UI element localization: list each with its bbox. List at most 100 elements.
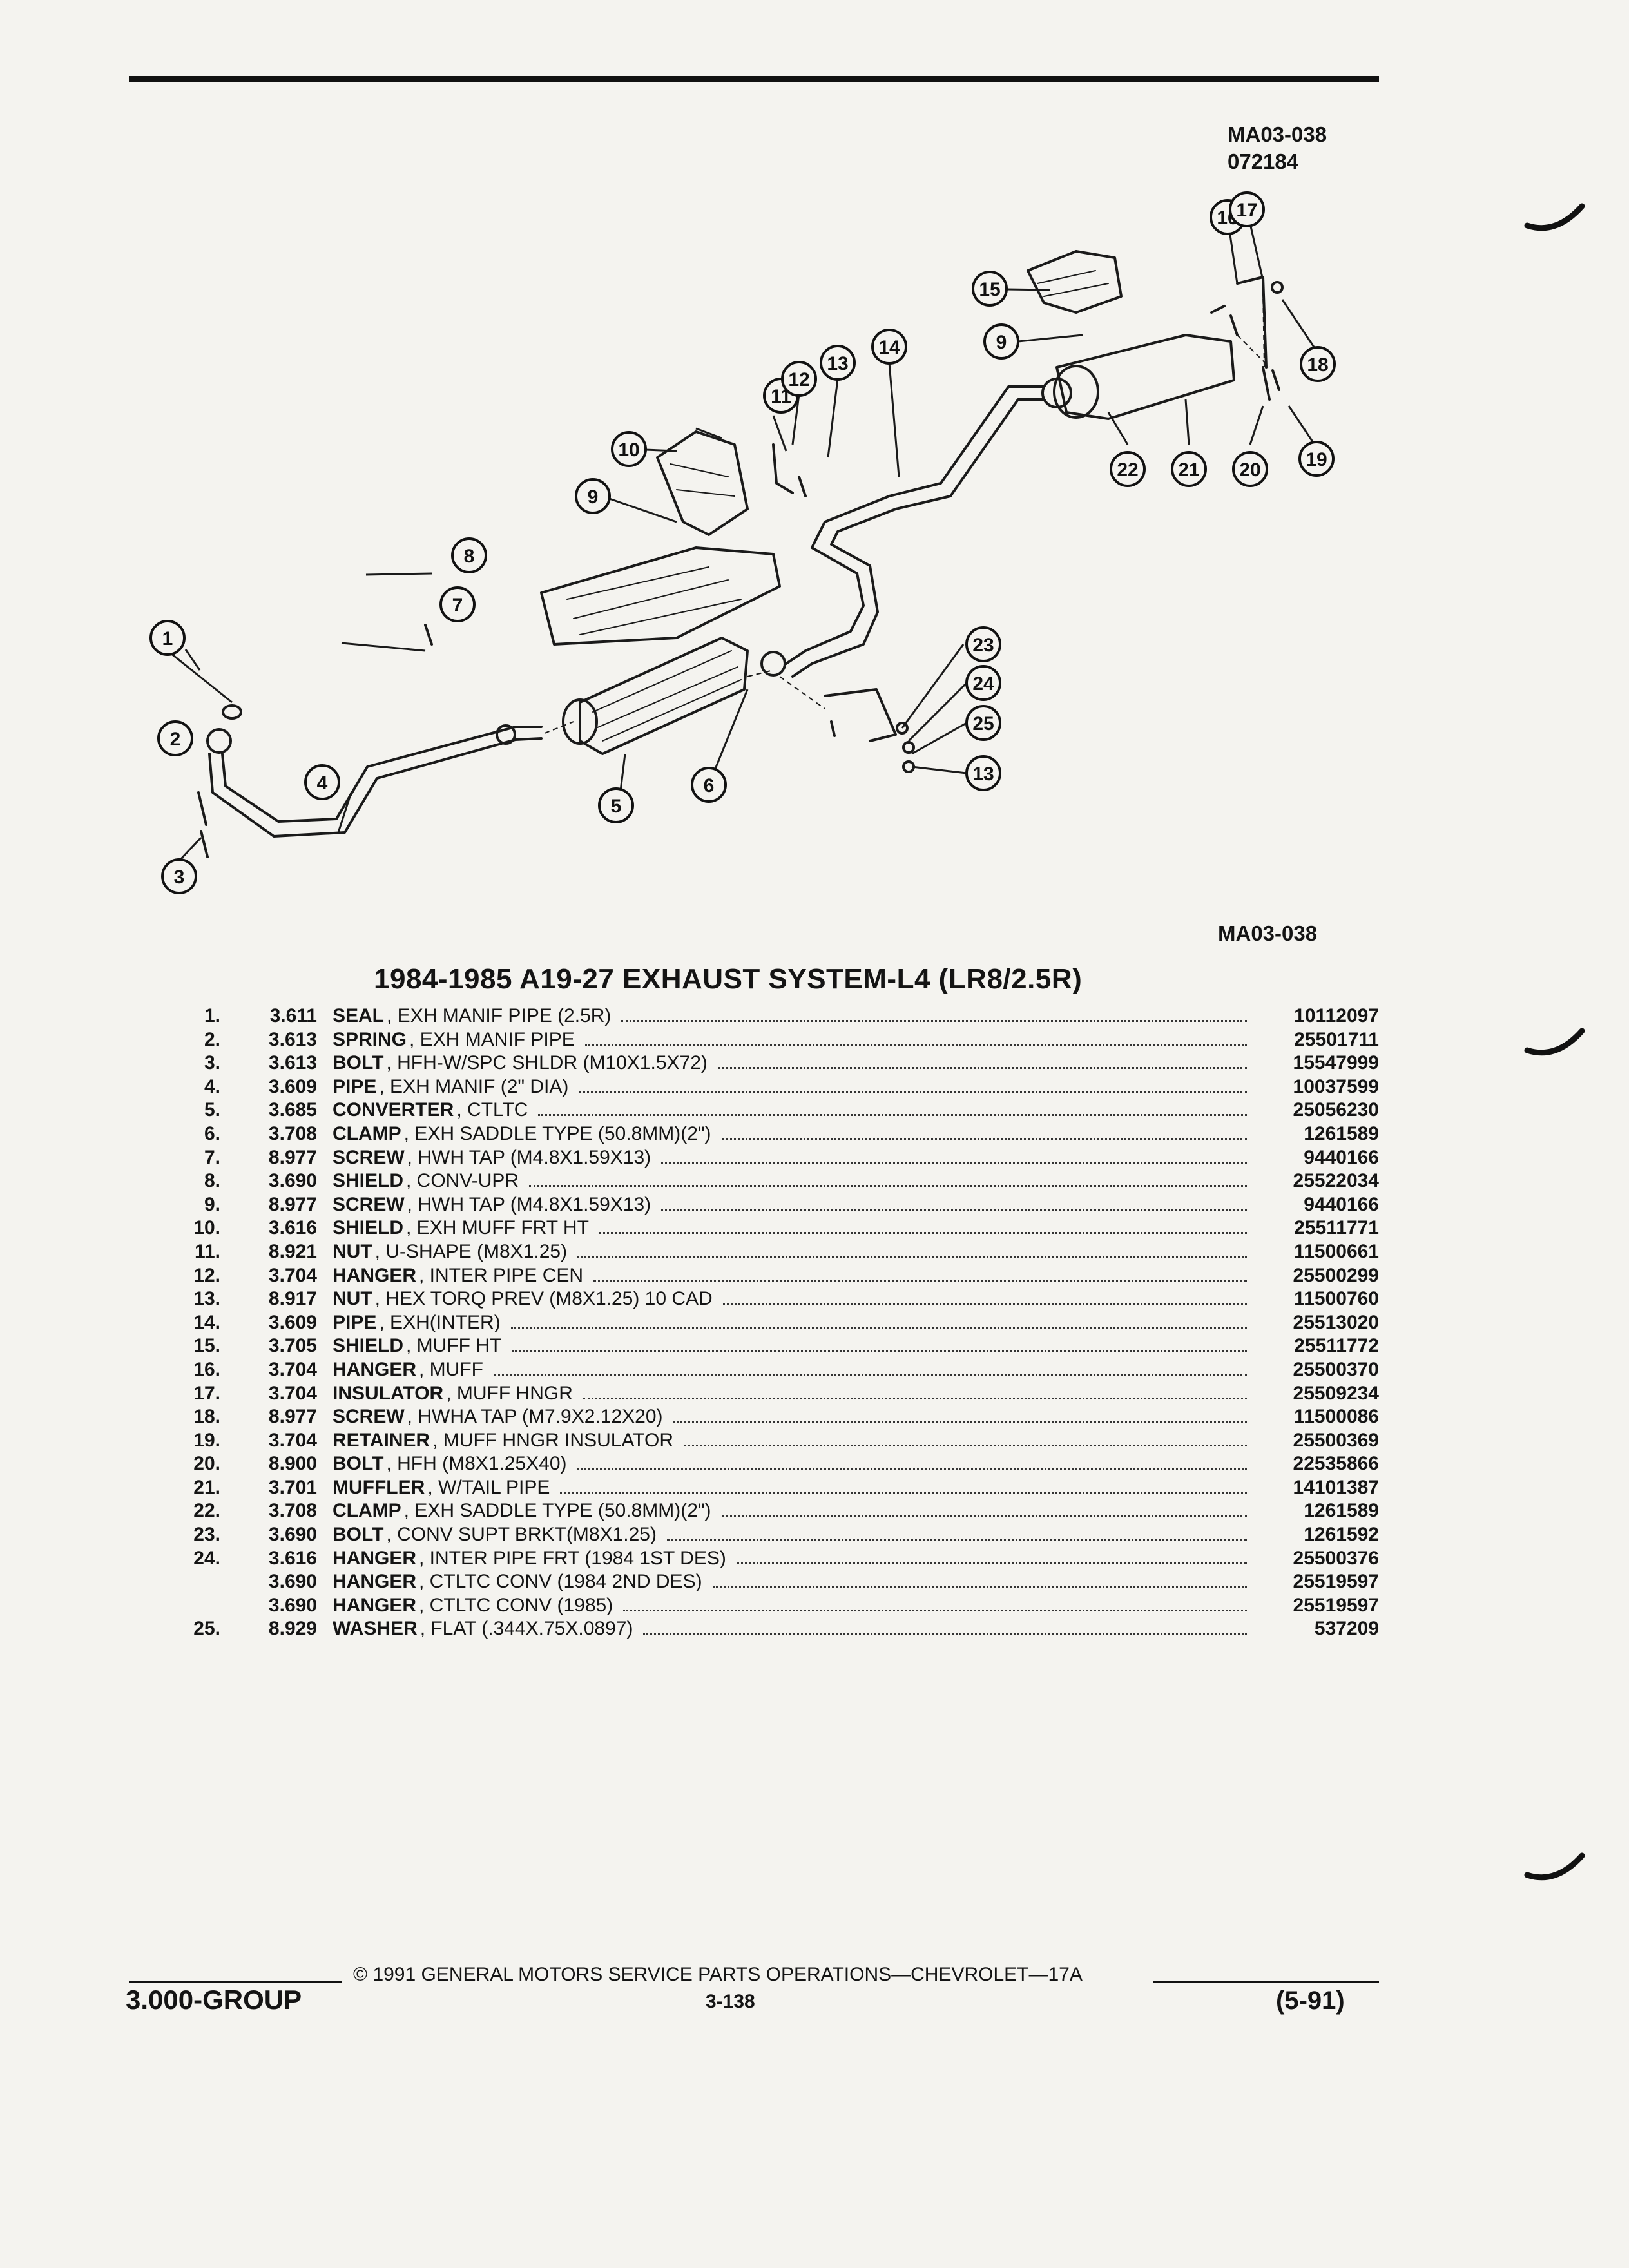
part-name: NUT xyxy=(333,1288,372,1310)
svg-text:1: 1 xyxy=(162,628,173,649)
center-hanger xyxy=(772,443,807,497)
part-number: 9440166 xyxy=(1304,1193,1379,1215)
part-group-number: 3.690 xyxy=(268,1594,317,1616)
part-name: NUT xyxy=(333,1240,372,1262)
callout-9a: 9 xyxy=(575,478,611,514)
part-description: HANGER, MUFF xyxy=(333,1359,1253,1381)
callout-1: 1 xyxy=(149,620,186,656)
part-number: 11500661 xyxy=(1294,1240,1379,1262)
dot-leader xyxy=(722,1303,1247,1305)
svg-text:19: 19 xyxy=(1306,449,1327,470)
seal-ring xyxy=(222,704,242,720)
svg-text:12: 12 xyxy=(788,369,809,390)
diagram-ref-code: MA03-038 xyxy=(1218,921,1318,945)
part-index: 23. xyxy=(193,1524,220,1546)
svg-text:15: 15 xyxy=(979,279,1000,300)
part-index: 1. xyxy=(204,1005,220,1026)
dot-leader xyxy=(599,1232,1247,1235)
footer-copyright: © 1991 GENERAL MOTORS SERVICE PARTS OPER… xyxy=(353,1964,1083,1985)
part-name: PIPE xyxy=(333,1075,377,1097)
part-group-number: 8.917 xyxy=(268,1288,317,1310)
part-description: INSULATOR, MUFF HNGR xyxy=(333,1383,1253,1405)
part-description: CONVERTER, CTLTC xyxy=(333,1099,1253,1121)
callout-19: 19 xyxy=(1298,441,1335,477)
part-group-number: 3.611 xyxy=(269,1005,317,1026)
dot-leader xyxy=(717,1067,1247,1070)
binder-ring-mark-3 xyxy=(1524,1852,1585,1881)
part-name: SCREW xyxy=(333,1406,405,1428)
part-description: HANGER, CTLTC CONV (1984 2ND DES) xyxy=(333,1571,1253,1593)
part-spec: , INTER PIPE CEN xyxy=(419,1264,584,1286)
exhaust-diagram-svg: 1 2 3 4 5 6 7 8 9 9 10 11 12 13 13 14 15… xyxy=(149,191,1336,894)
svg-text:13: 13 xyxy=(827,353,848,374)
part-name: CLAMP xyxy=(333,1122,401,1144)
part-description: SCREW, HWH TAP (M4.8X1.59X13) xyxy=(333,1147,1253,1169)
callout-15: 15 xyxy=(972,271,1008,307)
dot-leader xyxy=(510,1326,1247,1329)
part-group-number: 3.609 xyxy=(268,1311,317,1333)
part-description: SCREW, HWHA TAP (M7.9X2.12X20) xyxy=(333,1406,1253,1428)
part-group-number: 8.977 xyxy=(268,1193,317,1215)
part-index: 15. xyxy=(193,1335,220,1357)
part-spec: , EXH MANIF PIPE (2.5R) xyxy=(387,1005,612,1026)
intermediate-pipe xyxy=(785,385,1045,665)
callout-7: 7 xyxy=(439,586,476,622)
header-ref-code: MA03-038 xyxy=(1228,122,1327,146)
part-spec: , EXH(INTER) xyxy=(379,1311,501,1333)
part-index: 13. xyxy=(193,1288,220,1310)
part-number: 25500370 xyxy=(1293,1358,1379,1380)
svg-text:14: 14 xyxy=(878,337,900,358)
part-name: CLAMP xyxy=(333,1500,401,1522)
part-number: 11500760 xyxy=(1294,1288,1379,1310)
svg-text:24: 24 xyxy=(972,673,994,695)
part-description: NUT, U-SHAPE (M8X1.25) xyxy=(333,1241,1253,1263)
dot-leader xyxy=(661,1161,1247,1164)
callout-23: 23 xyxy=(965,626,1001,662)
callout-21: 21 xyxy=(1171,451,1207,487)
callout-14: 14 xyxy=(871,329,907,365)
part-number: 537209 xyxy=(1314,1618,1379,1640)
part-group-number: 3.701 xyxy=(268,1476,317,1498)
part-index: 16. xyxy=(193,1358,220,1380)
part-description: SEAL, EXH MANIF PIPE (2.5R) xyxy=(333,1005,1253,1027)
part-index: 21. xyxy=(193,1476,220,1498)
dot-leader xyxy=(712,1586,1247,1588)
front-hanger xyxy=(824,688,897,742)
muffler-shield xyxy=(1027,250,1123,314)
part-group-number: 3.708 xyxy=(268,1500,317,1522)
part-description: SHIELD, CONV-UPR xyxy=(333,1170,1253,1192)
callout-9b: 9 xyxy=(983,323,1019,360)
part-description: RETAINER, MUFF HNGR INSULATOR xyxy=(333,1430,1253,1452)
part-name: HANGER xyxy=(333,1594,417,1616)
part-description: HANGER, INTER PIPE FRT (1984 1ST DES) xyxy=(333,1548,1253,1570)
part-group-number: 8.900 xyxy=(268,1453,317,1475)
part-name: INSULATOR xyxy=(333,1382,444,1404)
part-index: 2. xyxy=(204,1028,220,1050)
part-number: 10112097 xyxy=(1294,1005,1379,1026)
part-group-number: 3.609 xyxy=(268,1075,317,1097)
svg-text:17: 17 xyxy=(1236,200,1257,221)
part-group-number: 8.977 xyxy=(268,1146,317,1168)
svg-text:10: 10 xyxy=(618,439,639,461)
part-name: BOLT xyxy=(333,1052,384,1074)
part-index: 5. xyxy=(204,1099,220,1121)
callout-5: 5 xyxy=(598,787,634,823)
muffler xyxy=(1055,334,1235,420)
dot-leader xyxy=(623,1609,1247,1611)
catalytic-converter xyxy=(579,637,749,755)
part-group-number: 8.921 xyxy=(268,1240,317,1262)
part-number: 25513020 xyxy=(1293,1311,1379,1333)
binder-ring-mark-1 xyxy=(1524,203,1585,231)
part-number: 25511771 xyxy=(1294,1217,1379,1239)
part-number: 1261592 xyxy=(1304,1524,1379,1546)
part-spec: , MUFF xyxy=(419,1358,483,1380)
